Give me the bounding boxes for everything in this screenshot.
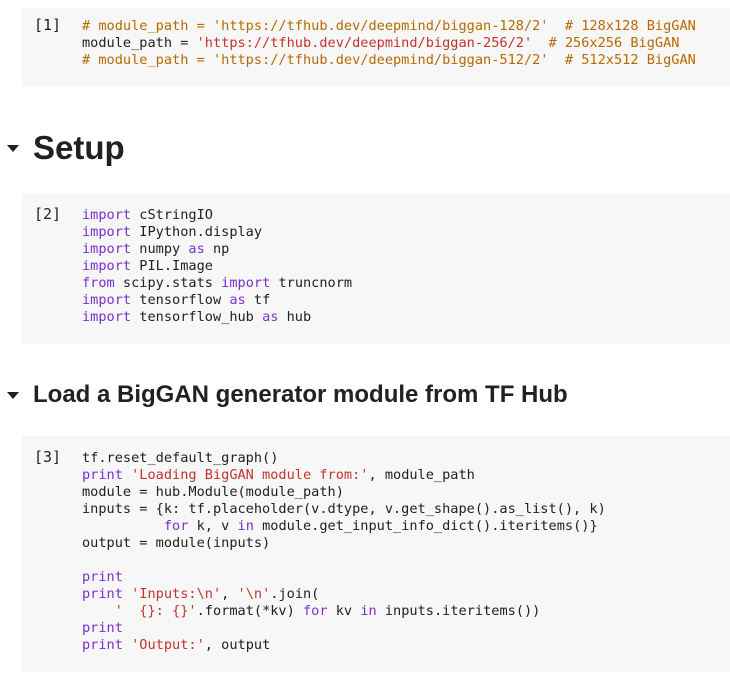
code-token: as [188, 241, 205, 257]
code-token: .format(*kv) [196, 603, 303, 619]
code-token: cStringIO [131, 207, 213, 223]
code-line: output = module(inputs) [82, 535, 606, 552]
collapse-caret-icon[interactable] [7, 144, 19, 152]
code-token: k, v [188, 518, 238, 534]
code-token: output = module(inputs) [82, 535, 271, 551]
code-token: ' {}: {}' [114, 603, 197, 619]
code-token: truncnorm [270, 275, 353, 291]
code-token: for [303, 603, 328, 619]
code-line: import tensorflow_hub as hub [82, 309, 352, 326]
code-token [123, 637, 131, 653]
cell-prompt: [2] [34, 205, 62, 223]
code-token: tensorflow [131, 292, 230, 308]
code-cell-1[interactable]: [1] # module_path = 'https://tfhub.dev/d… [22, 8, 730, 86]
section-title: Setup [33, 129, 125, 166]
code-line: inputs = {k: tf.placeholder(v.dtype, v.g… [82, 501, 606, 518]
section-heading-setup: Setup [0, 128, 125, 168]
code-token [123, 467, 131, 483]
collapse-caret-icon[interactable] [7, 391, 19, 399]
code-line: for k, v in module.get_input_info_dict()… [82, 518, 606, 535]
code-token: # 256x256 BigGAN [532, 35, 680, 51]
code-line: print [82, 620, 606, 637]
code-line: from scipy.stats import truncnorm [82, 275, 352, 292]
code-line: # module_path = 'https://tfhub.dev/deepm… [82, 18, 696, 35]
cell-prompt: [1] [34, 16, 62, 34]
code-token: # module_path = 'https://tfhub.dev/deepm… [82, 18, 696, 34]
section-title: Load a BigGAN generator module from TF H… [33, 381, 568, 408]
section-heading-load-module: Load a BigGAN generator module from TF H… [0, 378, 568, 412]
code-token [82, 603, 115, 619]
code-line: module = hub.Module(module_path) [82, 484, 606, 501]
code-token: '\n' [237, 586, 271, 602]
code-token: print [82, 467, 123, 483]
code-token: , module_path [368, 467, 475, 483]
code-token: print [82, 620, 123, 636]
code-token: as [262, 309, 279, 325]
code-token: as [229, 292, 246, 308]
code-token: module.get_input_info_dict().iteritems()… [253, 518, 598, 534]
code-token: scipy.stats [114, 275, 222, 291]
code-line: # module_path = 'https://tfhub.dev/deepm… [82, 52, 696, 69]
code-token: , output [204, 637, 271, 653]
code-token: 'Inputs:\n' [131, 586, 222, 602]
code-token: IPython.display [131, 224, 263, 240]
code-token: # module_path = 'https://tfhub.dev/deepm… [82, 52, 696, 68]
code-token: import [82, 258, 132, 274]
code-token: print [82, 637, 123, 653]
code-token: numpy [131, 241, 189, 257]
code-token: for [163, 518, 189, 534]
code-token: from [82, 275, 115, 291]
code-token: 'Loading BigGAN module from:' [131, 467, 369, 483]
code-cell-3[interactable]: [3] tf.reset_default_graph()print 'Loadi… [22, 436, 730, 672]
code-line: module_path = 'https://tfhub.dev/deepmin… [82, 35, 696, 52]
code-editor[interactable]: tf.reset_default_graph()print 'Loading B… [82, 450, 606, 654]
code-editor[interactable]: # module_path = 'https://tfhub.dev/deepm… [82, 18, 696, 69]
code-line [82, 552, 606, 569]
code-token: import [82, 207, 132, 223]
code-line: ' {}: {}'.format(*kv) for kv in inputs.i… [82, 603, 606, 620]
code-line: import tensorflow as tf [82, 292, 352, 309]
code-token: np [204, 241, 230, 257]
code-token: .join( [270, 586, 320, 602]
code-line: import cStringIO [82, 207, 352, 224]
code-line: import numpy as np [82, 241, 352, 258]
code-token: inputs = {k: tf.placeholder(v.dtype, v.g… [82, 501, 606, 517]
code-token: in [237, 518, 254, 534]
code-token: import [82, 224, 132, 240]
code-token [123, 586, 131, 602]
code-line: import PIL.Image [82, 258, 352, 275]
code-token: import [82, 241, 132, 257]
code-token: import [82, 309, 132, 325]
code-token: import [82, 292, 132, 308]
code-token: 'Output:' [131, 637, 205, 653]
code-token: module_path = [82, 35, 197, 51]
code-token: import [221, 275, 271, 291]
code-token: print [82, 569, 123, 585]
code-line: tf.reset_default_graph() [82, 450, 606, 467]
code-token: tensorflow_hub [131, 309, 263, 325]
code-token [82, 518, 164, 534]
code-token: PIL.Image [131, 258, 213, 274]
code-token: kv [327, 603, 361, 619]
code-line: import IPython.display [82, 224, 352, 241]
code-line: print 'Loading BigGAN module from:', mod… [82, 467, 606, 484]
code-token: tf.reset_default_graph() [82, 450, 279, 466]
code-line: print [82, 569, 606, 586]
code-token: print [82, 586, 123, 602]
code-line: print 'Inputs:\n', '\n'.join( [82, 586, 606, 603]
code-token: module = hub.Module(module_path) [82, 484, 344, 500]
code-line: print 'Output:', output [82, 637, 606, 654]
code-token: inputs.iteritems()) [376, 603, 541, 619]
code-token: tf [245, 292, 271, 308]
cell-prompt: [3] [34, 448, 62, 466]
code-token: , [221, 586, 238, 602]
code-token: 'https://tfhub.dev/deepmind/biggan-256/2… [196, 35, 533, 51]
code-token: in [360, 603, 377, 619]
code-token: hub [278, 309, 312, 325]
